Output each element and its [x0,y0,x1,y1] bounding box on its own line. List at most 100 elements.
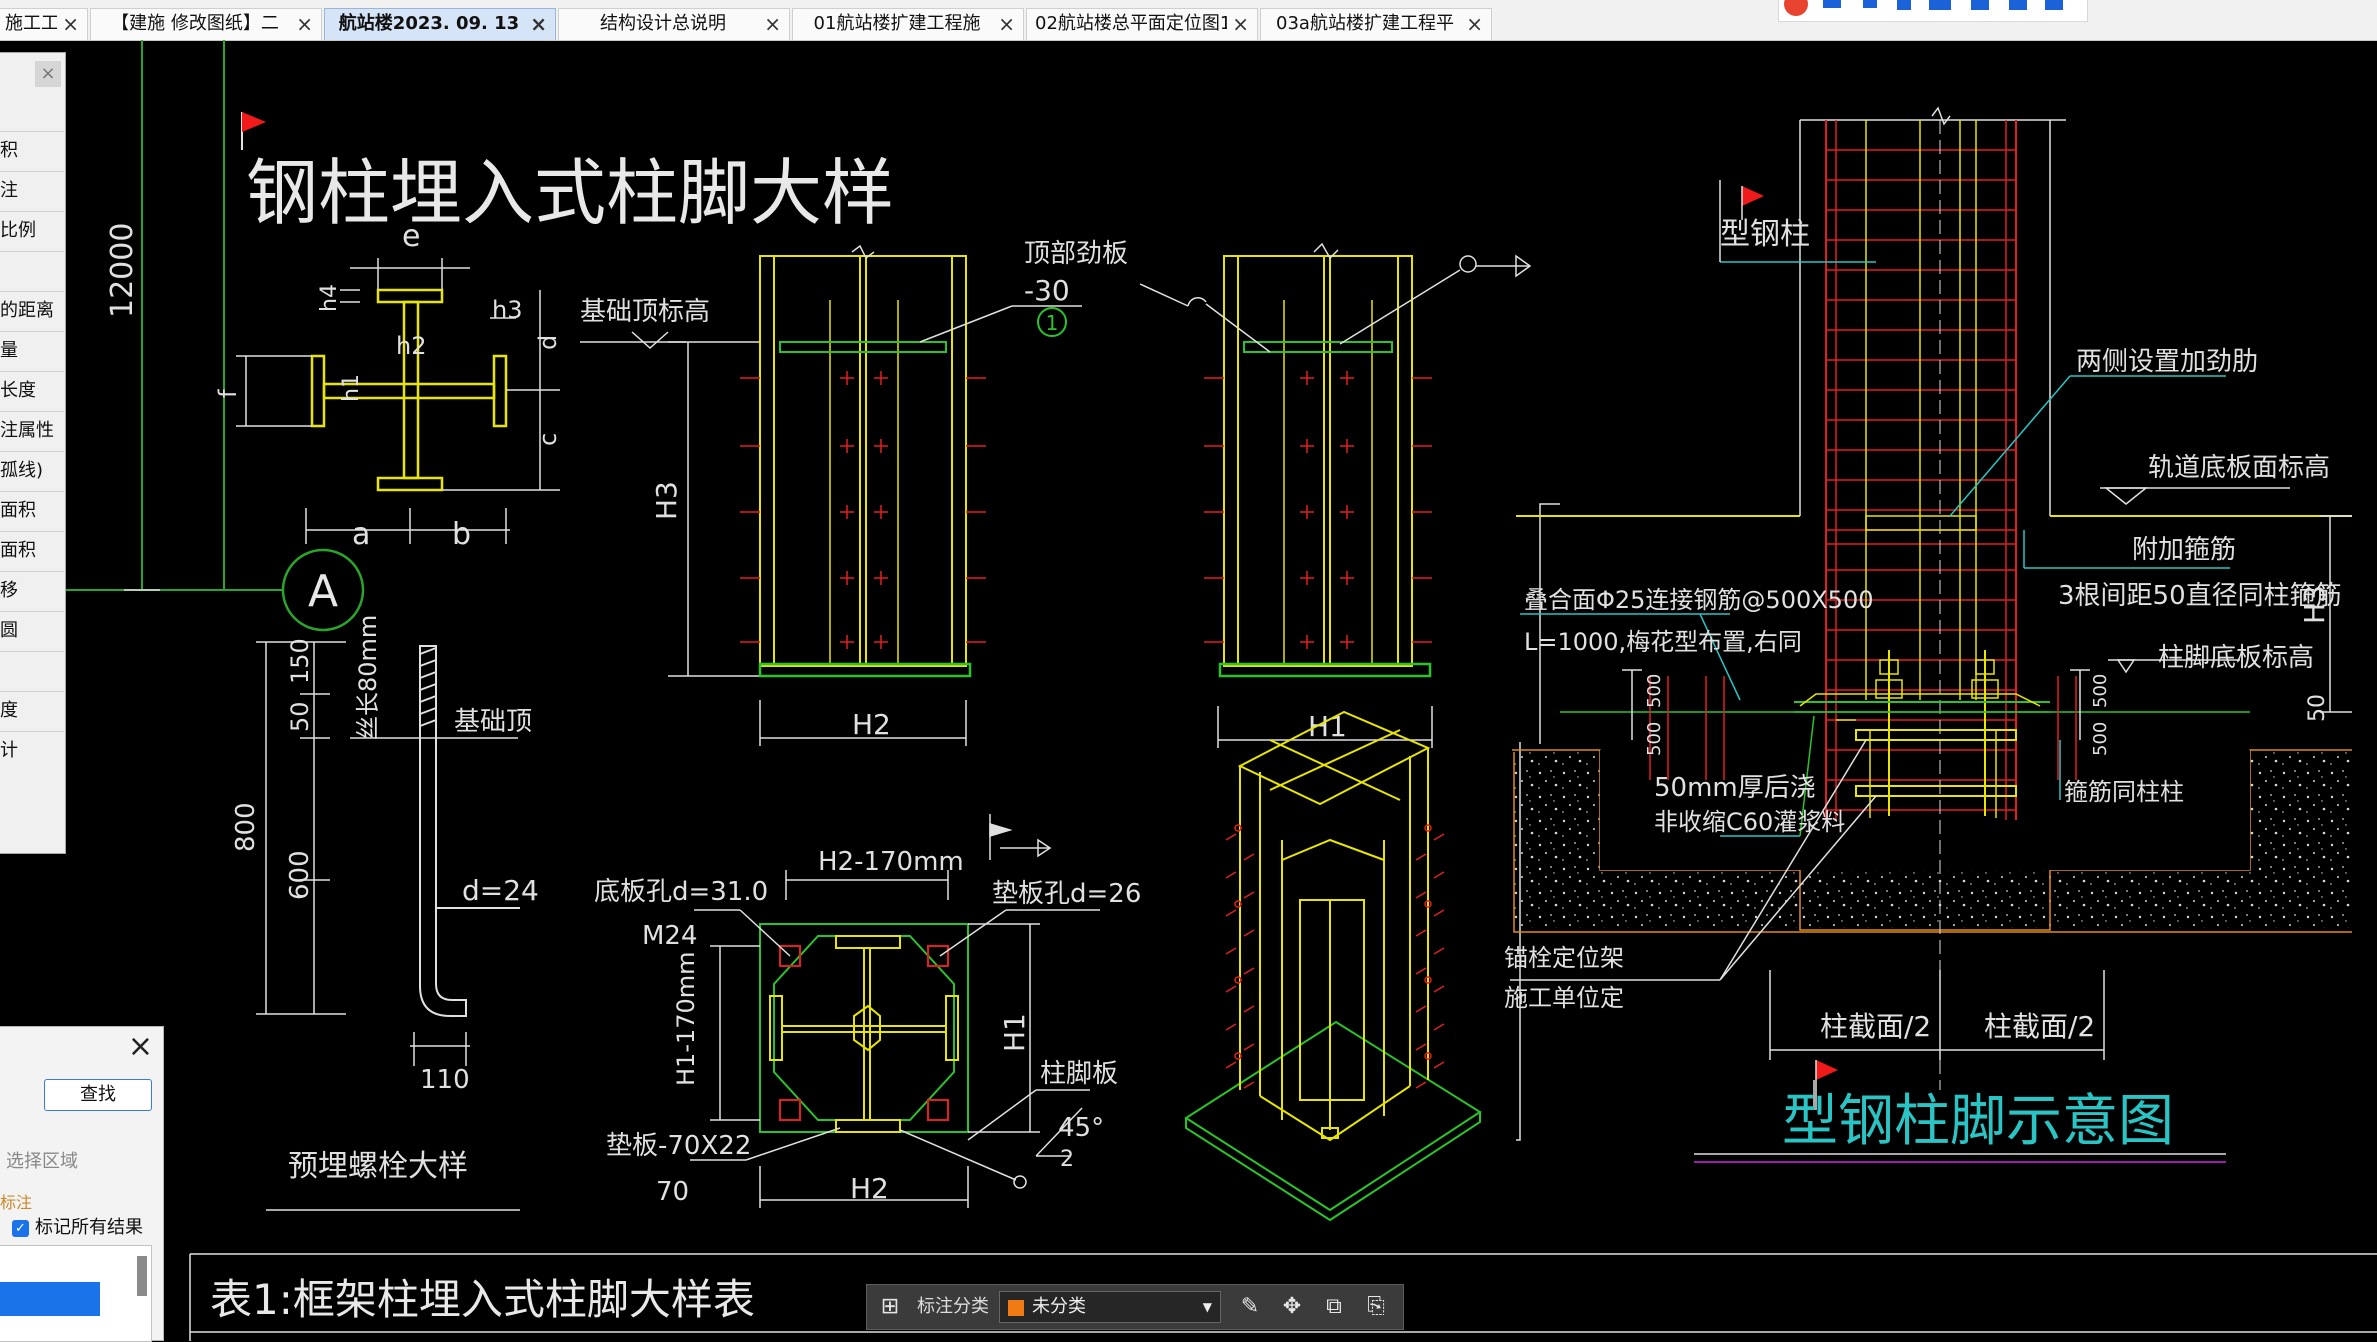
extra-stirrup: 附加箍筋 [2132,535,2236,565]
plate-base-label: 柱脚板 [1040,1059,1118,1089]
main-title: 钢柱埋入式柱脚大样 [246,151,894,235]
move-icon[interactable]: ✥ [1282,1294,1302,1319]
isometric-view [1184,710,1482,1222]
panel-row[interactable]: 量 [0,331,64,370]
stiffener-both-sides: 两侧设置加劲肋 [2076,347,2258,377]
bolt-dim-800: 800 [231,802,261,852]
grid-axis: A 12000 [66,40,365,632]
panel-row[interactable]: 移 [0,571,64,610]
property-panel: × 积 注 比例 的距离 量 长度 注属性 孤线) 面积 面积 移 圆 度 计 [0,52,66,854]
ime-skin-icon [1971,0,1989,10]
tab-3[interactable]: 航站楼2023. 09. 13× [324,8,556,40]
find-dialog: × 查找 选择区域 标注 ✓标记所有结果 [0,1026,164,1342]
list-item[interactable] [0,1282,100,1316]
panel-row[interactable] [0,251,64,290]
dim-a: a [352,517,370,552]
tab-label: 【建施 修改图纸】二 [111,13,279,34]
dim-c: c [534,433,562,446]
cross-section-dims [236,258,560,544]
category-label: 标注分类 [917,1296,989,1317]
panel-row[interactable]: 长度 [0,371,64,410]
half-section-right: 柱截面/2 [1984,1010,2095,1043]
main-title-group: 钢柱埋入式柱脚大样 [241,112,894,235]
steel-column-label: 型钢柱 [1720,217,1810,252]
dim-h2: h2 [396,332,426,360]
dialog-close-icon[interactable]: × [127,1029,153,1064]
base-plate-plan [759,923,969,1133]
panel-row[interactable]: 注属性 [0,411,64,450]
ime-punct-icon [1863,0,1877,8]
tab-close-icon[interactable]: × [530,12,547,36]
panel-row[interactable]: 积 [0,131,64,170]
grout-material: 非收缩C60灌浆料 [1654,808,1845,836]
section-h3: H3 [2298,585,2331,624]
panel-row[interactable]: 面积 [0,531,64,570]
section-dim-500d: 500 [2090,722,2111,756]
plate-weld: 2 [1060,1147,1074,1172]
section-dim-500b: 500 [1644,722,1665,756]
plate-height-left: H1-170mm [672,951,700,1086]
tab-2[interactable]: 【建施 修改图纸】二 × [90,8,322,40]
ime-logo-icon [1784,0,1808,16]
panel-row[interactable] [0,651,64,690]
elev2-h1: H1 [1308,710,1347,743]
tab-close-icon[interactable]: × [998,12,1015,36]
cross-section-detail [310,288,508,492]
find-button[interactable]: 查找 [44,1079,152,1111]
tab-close-icon[interactable]: × [62,12,79,36]
check-icon: ✓ [12,1219,29,1237]
bolt-foundation-top: 基础顶 [454,707,532,737]
section-view [1510,106,2352,1163]
section-dim-500a: 500 [1644,674,1665,708]
anchor-frame: 锚栓定位架 [1504,944,1624,972]
plate-washer-hole: 垫板孔d=26 [992,879,1141,909]
elev1-h2: H2 [852,708,891,741]
base-plate-dims [690,814,1100,1208]
tab-5[interactable]: 01航站楼扩建工程施 × [792,8,1024,40]
panel-row[interactable]: 的距离 [0,291,64,330]
panel-row[interactable]: 面积 [0,491,64,530]
tab-close-icon[interactable]: × [764,12,781,36]
grid-icon[interactable]: ⊞ [880,1294,900,1319]
plate-bolt-size: M24 [642,921,698,951]
mark-all-checkbox[interactable]: ✓ 标记所有结果 [12,1213,143,1239]
copy-icon[interactable]: ⧉ [1326,1294,1342,1319]
paste-icon[interactable]: ⎘ [1367,1294,1385,1319]
drawing-canvas[interactable]: A 12000 钢柱埋入式柱脚大样 e h4 h3 h2 h1 d f c a … [0,40,2377,1341]
plate-h1: H1 [998,1013,1031,1052]
tab-4[interactable]: 结构设计总说明× [558,8,790,40]
panel-row[interactable]: 注 [0,171,64,210]
plate-dim-70: 70 [656,1177,689,1207]
tab-label: 01航站楼扩建工程施 [813,13,981,34]
panel-close-icon[interactable]: × [35,61,61,87]
tab-label: 03a航站楼扩建工程平 [1276,13,1454,34]
scrollbar[interactable] [137,1256,147,1296]
mark-all-label: 标记所有结果 [35,1217,143,1238]
category-select[interactable]: 未分类 ▼ [999,1291,1221,1323]
category-color-swatch [1008,1300,1024,1316]
panel-row[interactable]: 比例 [0,211,64,250]
tab-label: 02航站楼总平面定位图1 [1035,13,1227,34]
table-frame [189,1253,2377,1341]
ime-menu-icon [2045,0,2063,10]
tab-close-icon[interactable]: × [1232,12,1249,36]
panel-row[interactable]: 计 [0,731,64,770]
tab-6[interactable]: 02航站楼总平面定位图1× [1026,8,1258,40]
overlap-rebar: 叠合面Φ25连接钢筋@500X500 [1524,586,1874,614]
stiffener-thickness: -30 [1024,274,1070,307]
tab-7[interactable]: 03a航站楼扩建工程平 × [1260,8,1492,40]
panel-row[interactable]: 圆 [0,611,64,650]
edit-icon[interactable]: ✎ [1240,1294,1260,1319]
results-list[interactable] [0,1245,152,1342]
stirrup-note: 3根间距50直径同柱箍筋 [2058,581,2342,611]
select-region-button[interactable]: 选择区域 [6,1147,118,1177]
tab-close-icon[interactable]: × [296,12,313,36]
tab-close-icon[interactable]: × [1466,12,1483,36]
bolt-dim-600: 600 [285,850,315,900]
panel-row[interactable]: 孤线) [0,451,64,490]
contractor-decides: 施工单位定 [1504,984,1624,1012]
panel-row[interactable]: 度 [0,691,64,730]
ime-mode-icon [1823,0,1841,8]
tab-1[interactable]: 施工工程× [0,8,88,40]
elevation-1: 基础顶标高 H3 顶部劲板 -30 1 [580,239,1128,746]
